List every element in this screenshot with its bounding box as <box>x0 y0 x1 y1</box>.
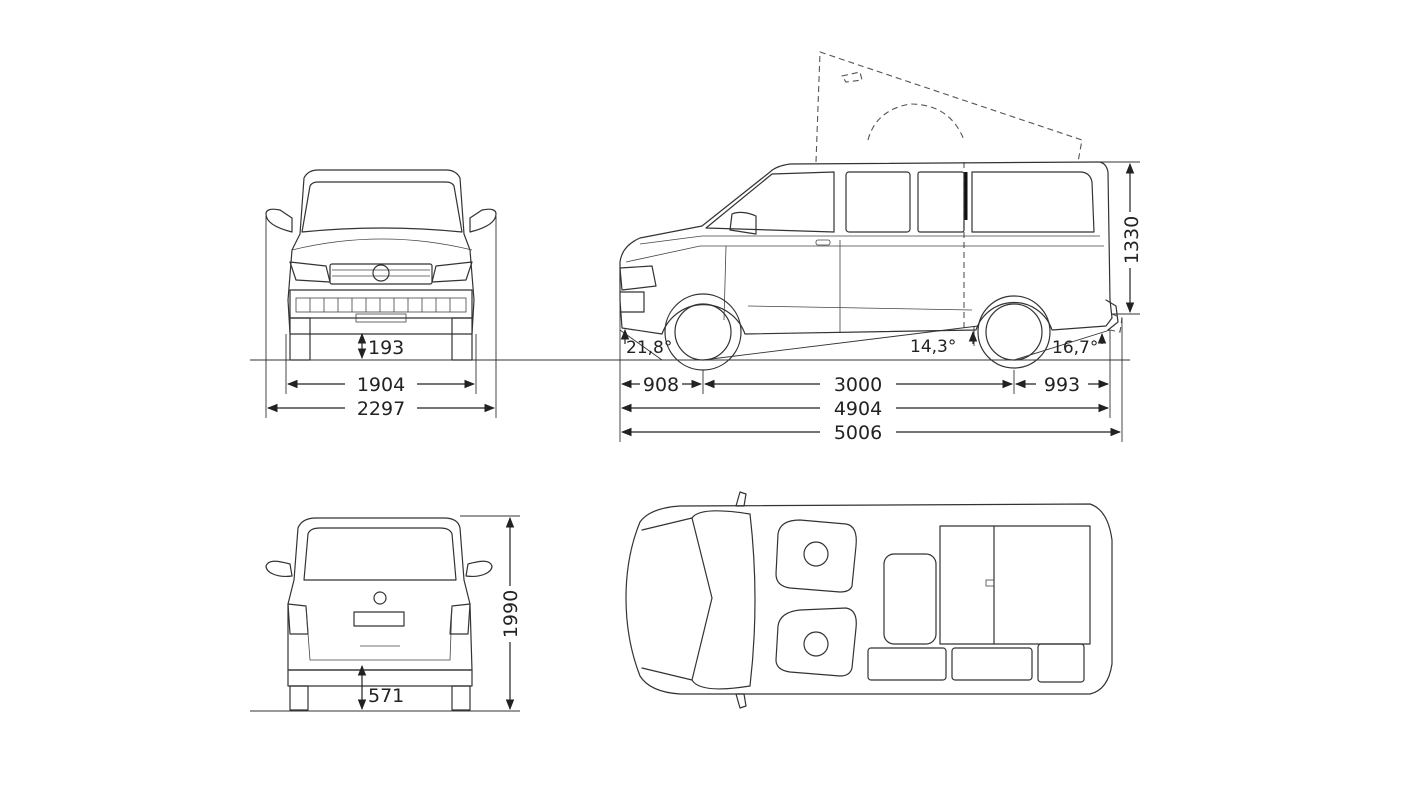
seat-front-left <box>775 519 857 593</box>
angle-departure: 16,7° <box>1052 338 1098 358</box>
dim-wheelbase: 3000 <box>834 374 882 396</box>
dim-roof-height: 1330 <box>1121 216 1143 264</box>
rear-view <box>265 517 493 711</box>
angle-approach: 21,8° <box>626 338 672 358</box>
angle-ramp: 14,3° <box>910 337 956 357</box>
dim-rear-sill-height: 571 <box>368 685 404 707</box>
dim-width-mirrors: 2297 <box>357 398 405 420</box>
dim-track-front: 1904 <box>357 374 405 396</box>
side-view <box>619 51 1123 371</box>
seat-front-right <box>775 607 857 677</box>
dim-height: 1990 <box>500 590 522 638</box>
dim-ground-clearance-front: 193 <box>368 337 404 359</box>
dim-overhang-front: 908 <box>643 374 679 396</box>
dim-length: 4904 <box>834 398 882 420</box>
top-view <box>625 491 1113 709</box>
dim-overhang-rear: 993 <box>1044 374 1080 396</box>
dim-length-total: 5006 <box>834 422 882 444</box>
front-view <box>265 169 497 361</box>
